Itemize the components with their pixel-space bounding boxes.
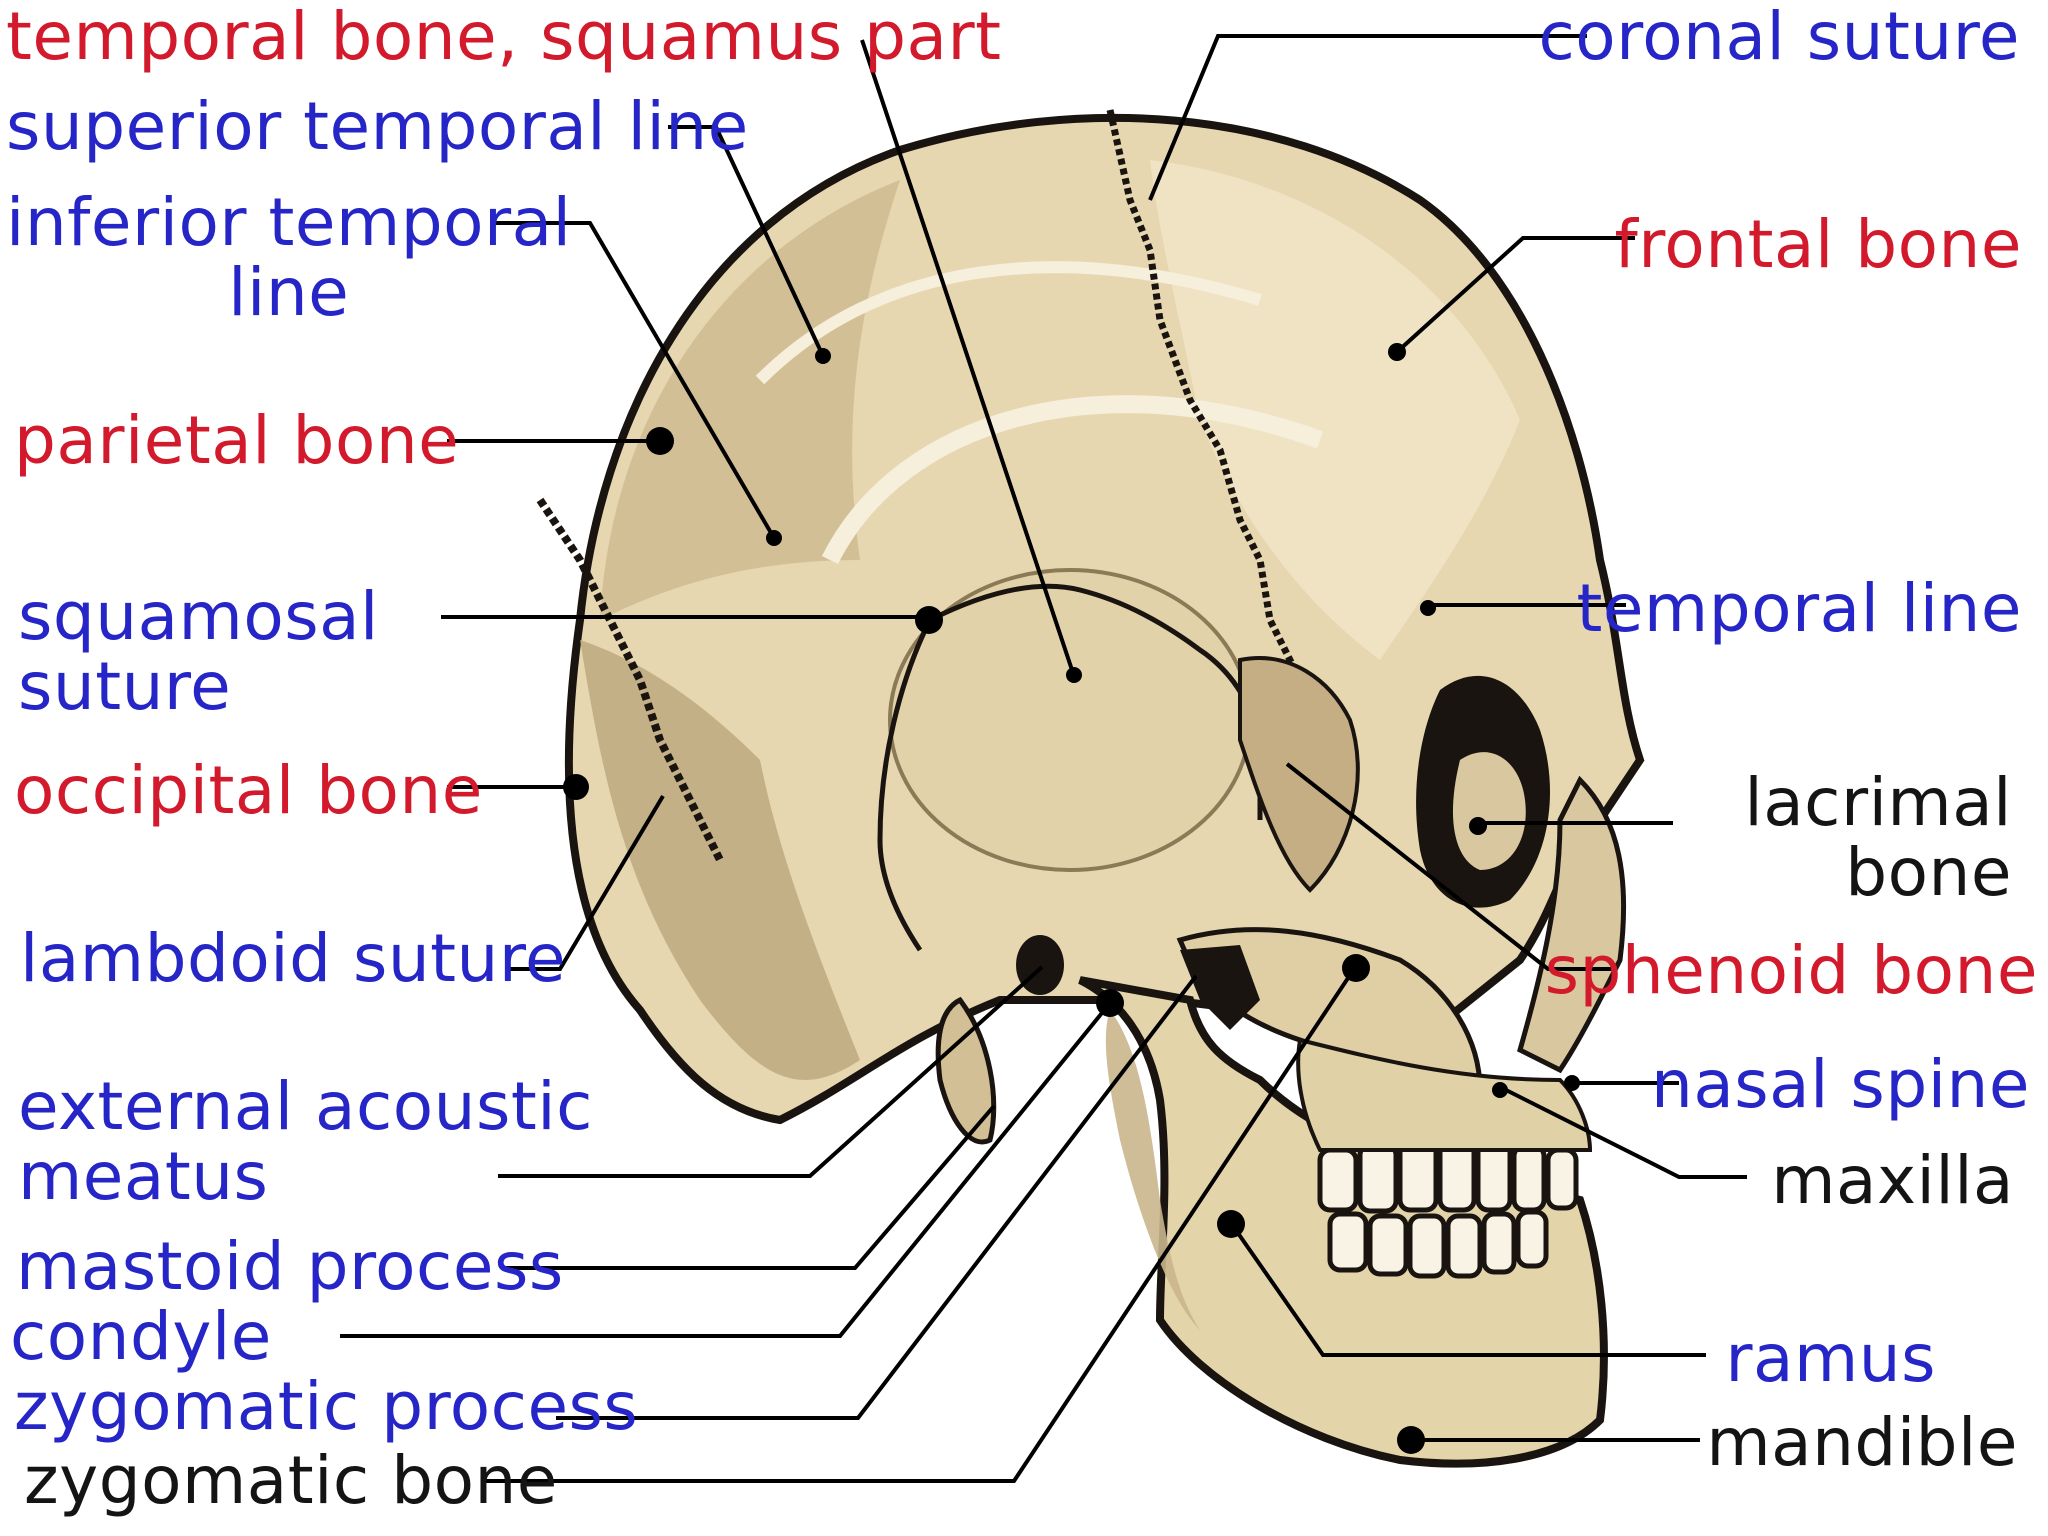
infratemporal-dark (1180, 945, 1260, 1030)
label-temporal-squamus: temporal bone, squamus part (6, 0, 1002, 75)
label-inferior-temporal-line: inferior temporal line (6, 184, 572, 331)
teeth (1317, 1137, 1579, 1279)
label-coronal-suture: coronal suture (1538, 0, 2020, 75)
label-lambdoid-suture: lambdoid suture (20, 920, 567, 997)
squamosal-suture-lower (877, 618, 933, 952)
occipital-shade (580, 640, 860, 1080)
leader-ext-acoustic (498, 965, 1044, 1178)
label-external-acoustic-meatus: external acoustic meatus (18, 1068, 593, 1215)
label-maxilla: maxilla (1771, 1142, 2014, 1219)
label-condyle: condyle (10, 1298, 272, 1375)
leader-ramus (1231, 1224, 1706, 1357)
label-zygomatic-process: zygomatic process (14, 1368, 639, 1445)
dot-squamosal (915, 606, 943, 634)
orbit-inner (1452, 752, 1526, 870)
leader-condyle (340, 1001, 1112, 1338)
dot-mandible (1397, 1426, 1425, 1454)
leader-zygomatic-process (556, 974, 1198, 1420)
leader-sphenoid (1285, 762, 1614, 971)
label-zygomatic-bone: zygomatic bone (24, 1442, 558, 1519)
label-occipital-bone: occipital bone (14, 752, 483, 829)
dot-condyle (1096, 989, 1124, 1017)
label-sphenoid-bone: sphenoid bone (1544, 932, 2038, 1009)
temporal-line-arc (821, 395, 1324, 565)
label-ramus: ramus (1725, 1320, 1936, 1397)
dot-zygomatic-bone (1342, 954, 1370, 982)
dot-occipital (563, 774, 589, 800)
dot-ramus (1217, 1210, 1245, 1238)
leader-lambdoid (507, 794, 665, 971)
label-nasal-spine: nasal spine (1651, 1046, 2030, 1123)
coronal-suture-path (1106, 109, 1304, 682)
pointer-dots (563, 343, 1580, 1454)
dot-parietal (646, 427, 674, 455)
leader-mastoid (501, 1104, 996, 1270)
label-superior-temporal-line: superior temporal line (6, 88, 749, 165)
mastoid (935, 996, 997, 1145)
dot-frontal (1388, 343, 1406, 361)
label-temporal-line: temporal line (1576, 570, 2022, 647)
leader-zygomatic-bone (481, 964, 1358, 1483)
frontal-shade (1150, 160, 1520, 660)
leader-superior-temporal (668, 125, 825, 357)
dot-temporal-line (1420, 600, 1436, 616)
label-mandible: mandible (1706, 1404, 2018, 1481)
leader-coronal (1148, 34, 1587, 201)
ramus-shade (1105, 1010, 1200, 1330)
leader-lines (340, 34, 1747, 1483)
label-mastoid-process: mastoid process (16, 1228, 564, 1305)
leader-maxilla (1503, 1087, 1747, 1179)
dot-nasal-spine (1564, 1075, 1580, 1091)
dot-temporal-squamus (1066, 667, 1082, 683)
label-squamosal-suture: squamosal suture (18, 578, 379, 725)
dot-lacrimal (1469, 817, 1487, 835)
label-lacrimal-bone: lacrimal bone (1744, 764, 2012, 911)
dot-superior-temporal (815, 348, 831, 364)
leader-inferior-temporal (495, 221, 776, 540)
maxilla-shape (1296, 1037, 1593, 1152)
label-frontal-bone: frontal bone (1614, 206, 2022, 283)
dot-maxilla (1492, 1082, 1508, 1098)
leader-frontal (1395, 236, 1635, 354)
nasal-area (1517, 775, 1627, 1074)
dot-inferior-temporal (766, 530, 782, 546)
lambdoid-suture-path (536, 497, 724, 862)
parietal-shade (600, 180, 900, 620)
label-parietal-bone: parietal bone (14, 402, 460, 479)
leader-temporal-squamus (860, 39, 1074, 671)
